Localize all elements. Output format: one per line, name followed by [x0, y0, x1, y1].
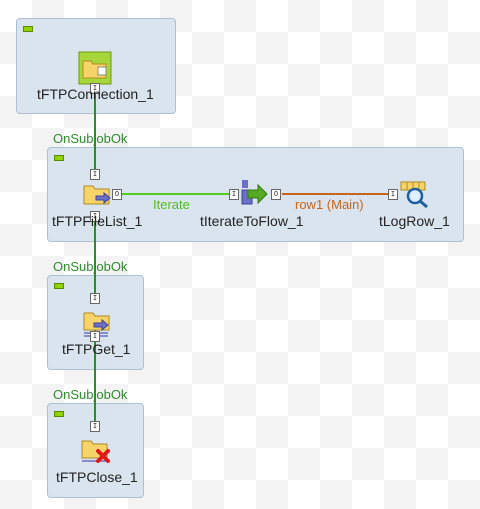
port-filelist-out[interactable]: O	[112, 189, 122, 200]
folder-close-icon	[81, 440, 110, 463]
trigger-label-3[interactable]: OnSubjobOk	[53, 387, 128, 402]
port-connection-in[interactable]: I	[90, 83, 100, 94]
ftp-get-component[interactable]	[82, 307, 116, 341]
ftp-close-component[interactable]	[80, 435, 114, 469]
iterate-label[interactable]: Iterate	[153, 197, 190, 212]
iterate-arrow-icon	[241, 180, 268, 205]
port-get-trigger[interactable]: I	[90, 331, 100, 342]
collapse-toggle[interactable]	[23, 26, 33, 32]
iterate-to-flow-component[interactable]	[240, 178, 274, 212]
collapse-toggle[interactable]	[54, 283, 64, 289]
port-iterate-out[interactable]: O	[271, 189, 281, 200]
ftp-close-label: tFTPClose_1	[56, 469, 138, 485]
port-log-in[interactable]: I	[388, 189, 398, 200]
log-row-component[interactable]	[399, 180, 433, 214]
ftp-connection-component[interactable]	[78, 51, 112, 85]
ftp-get-label: tFTPGet_1	[62, 341, 131, 357]
folder-plug-icon	[78, 51, 112, 85]
port-close-in[interactable]: I	[90, 421, 100, 432]
trigger-label-1[interactable]: OnSubjobOk	[53, 131, 128, 146]
ftp-filelist-label: tFTPFileList_1	[52, 213, 143, 229]
folder-list-icon	[83, 185, 111, 205]
trigger-label-2[interactable]: OnSubjobOk	[53, 259, 128, 274]
port-get-in[interactable]: I	[90, 293, 100, 304]
port-filelist-in[interactable]: I	[90, 169, 100, 180]
port-filelist-trigger[interactable]: I	[90, 211, 100, 222]
iterate-to-flow-label: tIterateToFlow_1	[200, 213, 304, 229]
ftp-filelist-component[interactable]	[82, 180, 116, 214]
log-magnifier-icon	[400, 181, 428, 209]
folder-get-icon	[83, 312, 110, 337]
row1-label[interactable]: row1 (Main)	[295, 197, 364, 212]
collapse-toggle[interactable]	[54, 155, 64, 161]
collapse-toggle[interactable]	[54, 411, 64, 417]
ftp-connection-label: tFTPConnection_1	[37, 86, 154, 102]
port-iterate-in[interactable]: I	[229, 189, 239, 200]
log-row-label: tLogRow_1	[379, 213, 450, 229]
